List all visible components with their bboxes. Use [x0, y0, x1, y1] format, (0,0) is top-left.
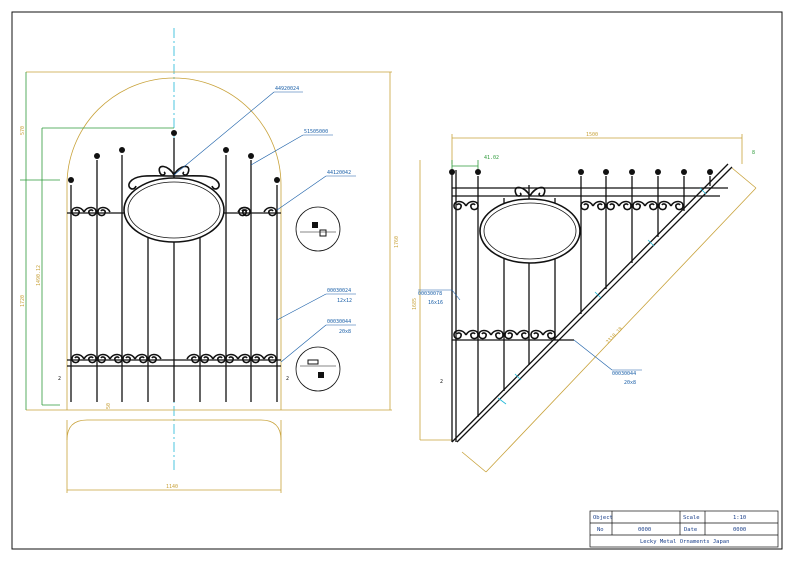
left-label-finial: 44920024 [275, 86, 299, 92]
right-label-flat-size: 20x8 [624, 380, 636, 386]
right-dim-offset: 41.02 [484, 155, 499, 161]
title-date-value: 0000 [733, 527, 746, 533]
title-scale-label: Scale [683, 515, 700, 521]
right-dim-height: 1685 [412, 298, 418, 310]
left-label-scroll: 44120042 [327, 170, 351, 176]
right-dim-angle: 8 [752, 150, 755, 156]
left-dim-top-arc: 570 [20, 126, 26, 135]
sheet-border [11, 11, 783, 550]
right-gate-view: 00030078 16x16 00030044 20x8 1500 41.02 … [412, 132, 757, 473]
right-label-flat: 00030044 [612, 371, 636, 377]
left-dim-bottom-gap: 50 [106, 403, 112, 409]
left-dim-outer-height: 1720 [20, 295, 26, 307]
title-date-label: Date [684, 527, 697, 533]
right-dim-width: 1500 [586, 132, 598, 138]
title-no-label: No [597, 527, 604, 533]
title-scale-value: 1:10 [733, 515, 746, 521]
left-gate-view: 44920024 51505000 44120042 00030024 12x1… [20, 28, 400, 493]
left-detail-circle-lower [295, 346, 341, 392]
left-label-flat: 00030044 [327, 319, 351, 325]
left-dim-width: 1140 [166, 484, 178, 490]
left-label-bar: 00030024 [327, 288, 351, 294]
right-label-post: 00030078 [418, 291, 442, 297]
title-object-label: Object [593, 515, 613, 521]
left-dim-right-gap: 2 [286, 376, 289, 382]
right-upper-scrolls [453, 200, 684, 211]
title-block: Object Scale 1:10 No 0000 Date 0000 Leck… [589, 510, 779, 548]
left-label-spear: 51505000 [304, 129, 328, 135]
title-no-value: 0000 [638, 527, 651, 533]
left-oval-plaque [123, 177, 225, 243]
left-dim-left-gap: 2 [58, 376, 61, 382]
right-label-post-size: 16x16 [428, 300, 443, 306]
left-detail-circle-upper [295, 206, 341, 252]
right-oval-plaque [479, 198, 581, 264]
right-dim-left-gap: 2 [440, 379, 443, 385]
left-label-bar-size: 12x12 [337, 298, 352, 304]
left-label-flat-size: 20x8 [339, 329, 351, 335]
right-dim-diagonal: 2310.18 [605, 326, 624, 345]
left-dim-right-height: 1760 [394, 236, 400, 248]
left-dim-inner-height: 1490.12 [36, 265, 42, 286]
title-company: Lecky Metal Ornaments Japan [640, 539, 729, 545]
